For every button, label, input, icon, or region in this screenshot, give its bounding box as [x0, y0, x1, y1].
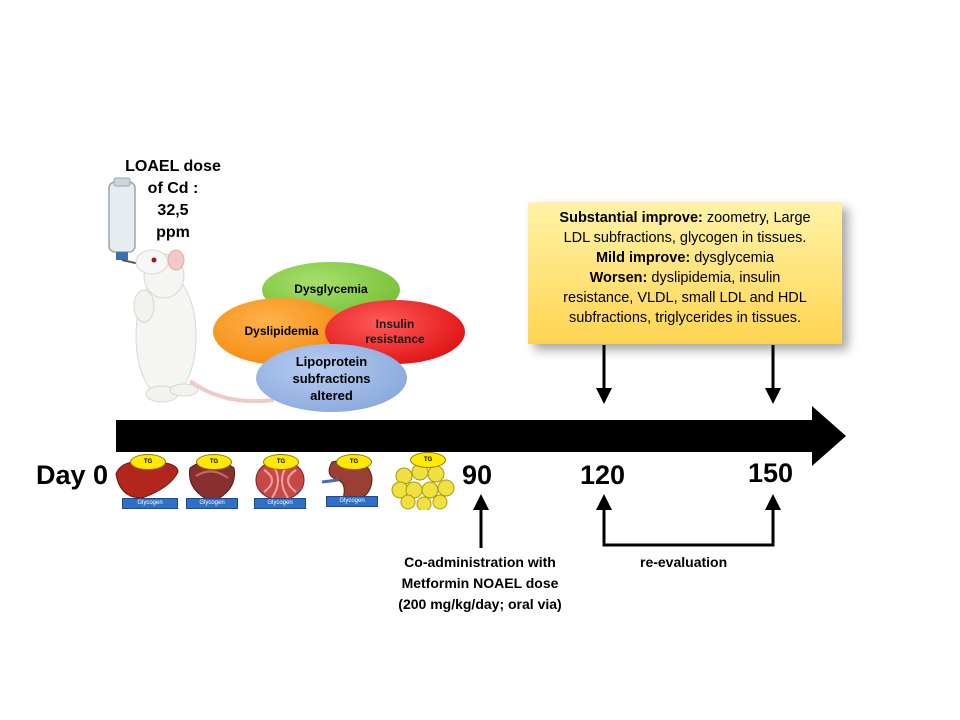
- results-box: Substantial improve: zoometry, Large LDL…: [528, 202, 842, 344]
- glycogen-badge: Glycogen: [326, 496, 378, 507]
- arrowhead-up-120: [596, 494, 612, 510]
- glycogen-badge: Glycogen: [254, 498, 306, 509]
- worsen-label: Worsen:: [589, 270, 648, 286]
- mild-improve-label: Mild improve:: [595, 250, 691, 266]
- dose-label: LOAEL dose of Cd : 32,5 ppm: [118, 156, 228, 244]
- arrowhead-down-150: [765, 388, 781, 404]
- effect-lipoprotein-line-3: altered: [310, 387, 353, 403]
- substantial-improve-label: Substantial improve:: [559, 210, 703, 226]
- coadministration-label: Co-administration with Metformin NOAEL d…: [370, 552, 590, 615]
- adipose-icon: [391, 463, 455, 512]
- results-line-3: Mild improve: dysglycemia: [528, 248, 842, 268]
- worsen-text-1: dyslipidemia, insulin: [647, 270, 781, 286]
- day-0-label: Day 0: [36, 460, 109, 490]
- dose-line-3: 32,5: [157, 202, 189, 219]
- dose-line-1: LOAEL dose: [125, 158, 221, 175]
- tissue-adipose: TG: [390, 452, 460, 512]
- tissue-muscle: TG Glycogen: [250, 452, 310, 510]
- effect-lipoprotein-line-2: subfractions: [292, 370, 371, 386]
- arrowhead-down-120: [596, 388, 612, 404]
- results-line-1: Substantial improve: zoometry, Large: [528, 208, 842, 228]
- tg-badge: TG: [410, 452, 446, 468]
- tg-badge: TG: [130, 454, 166, 470]
- reevaluation-label: re-evaluation: [640, 554, 728, 570]
- timeline-bar: [116, 420, 814, 452]
- substantial-improve-text-2: LDL subfractions, glycogen in tissues.: [563, 230, 807, 246]
- worsen-text-3: subfractions, triglycerides in tissues.: [568, 310, 802, 326]
- day-120-label: 120: [580, 460, 626, 490]
- tissue-kidney: TG Glycogen: [318, 452, 382, 512]
- effect-insulin-line-1: Insulin: [375, 317, 415, 331]
- effect-dysglycemia-label: Dysglycemia: [294, 282, 368, 296]
- day-150-label: 150: [748, 458, 794, 488]
- timeline-arrowhead: [812, 406, 846, 466]
- tg-badge: TG: [196, 454, 232, 470]
- substantial-improve-text-1: zoometry, Large: [702, 210, 811, 226]
- effect-insulin-line-2: resistance: [365, 332, 425, 346]
- dose-line-2: of Cd :: [147, 180, 199, 197]
- mild-improve-text: dysglycemia: [690, 250, 775, 266]
- coadministration-line-1: Co-administration with: [404, 554, 556, 570]
- results-line-4: Worsen: dyslipidemia, insulin: [528, 268, 842, 288]
- rat-illustration: [108, 177, 275, 404]
- arrowhead-up-90: [473, 494, 489, 510]
- dose-line-4: ppm: [156, 224, 190, 241]
- glycogen-badge: Glycogen: [186, 498, 238, 509]
- tg-badge: TG: [336, 454, 372, 470]
- effect-lipoprotein-line-1: Lipoprotein: [295, 353, 368, 369]
- coadministration-line-3: (200 mg/kg/day; oral via): [398, 596, 562, 612]
- rat-icon: [133, 249, 275, 404]
- tissue-liver: TG Glycogen: [112, 452, 182, 510]
- coadministration-line-2: Metformin NOAEL dose: [401, 575, 559, 591]
- glycogen-badge: Glycogen: [122, 498, 178, 509]
- arrowhead-up-150: [765, 494, 781, 510]
- tissue-heart: TG Glycogen: [182, 452, 242, 510]
- effect-lipoprotein-altered: Lipoprotein subfractions altered: [256, 344, 407, 412]
- effect-dyslipidemia-label: Dyslipidemia: [244, 324, 319, 338]
- tg-badge: TG: [263, 454, 299, 470]
- day-90-label: 90: [462, 460, 493, 490]
- worsen-text-2: resistance, VLDL, small LDL and HDL: [563, 290, 807, 306]
- reevaluation-bracket: [602, 506, 775, 547]
